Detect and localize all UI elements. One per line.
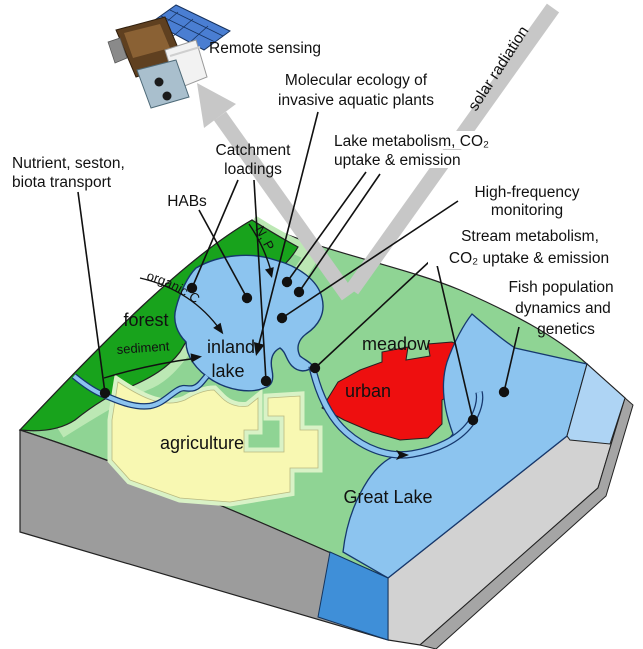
svg-text:biota transport: biota transport [12, 174, 112, 191]
molecular-ecology-arrowhead [253, 342, 265, 356]
habs-label: HABs [167, 193, 207, 210]
remote-sensing-arrow [197, 83, 355, 301]
nutrient-transport-label: Nutrient, seston, biota transport [12, 155, 125, 191]
line-high-frequency [281, 200, 459, 319]
molecular-ecology-label: Molecular ecology of invasive aquatic pl… [278, 72, 434, 109]
forest-label: forest [123, 310, 168, 330]
meadow-label: meadow [362, 334, 431, 354]
dot-lake-metabolism-2 [293, 286, 305, 298]
line-lake-metabolism-1 [286, 171, 367, 283]
organic-c-flux [139, 277, 224, 335]
svg-text:Lake metabolism, CO₂: Lake metabolism, CO₂ [334, 133, 489, 150]
line-catchment-agri [253, 179, 267, 382]
line-molecular-ecology [258, 111, 319, 345]
svg-text:uptake & emission: uptake & emission [334, 152, 461, 169]
dot-nutrient-stream [99, 387, 111, 399]
svg-text:Stream metabolism,: Stream metabolism, [461, 228, 599, 245]
lake-side-face [566, 363, 626, 445]
line-stream-metabolism-2 [436, 264, 474, 421]
svg-text:Nutrient, seston,: Nutrient, seston, [12, 155, 125, 172]
svg-text:CO₂ uptake & emission: CO₂ uptake & emission [449, 250, 609, 267]
urban-label: urban [345, 381, 391, 401]
line-nutrient-transport [77, 191, 106, 394]
dot-lake-metabolism-1 [281, 276, 293, 288]
svg-text:lake: lake [211, 361, 244, 381]
line-fish-population [503, 326, 520, 393]
dot-fish-population [498, 386, 510, 398]
satellite-illustration [107, 4, 231, 109]
high-frequency-label: High-frequency monitoring [474, 184, 579, 219]
line-habs [198, 209, 248, 299]
callout-lines [77, 111, 520, 421]
svg-text:dynamics and: dynamics and [515, 300, 611, 317]
lake-front-dark-band [317, 551, 389, 641]
inland-lake-label: inland lake [207, 337, 255, 381]
dot-catchment-forest [186, 282, 198, 294]
agriculture-yellow [111, 381, 319, 503]
line-catchment-forest [191, 179, 239, 289]
svg-text:monitoring: monitoring [491, 202, 563, 219]
remote-sensing-label: Remote sensing [209, 40, 321, 57]
river-flow-arrow [396, 450, 409, 460]
dot-stream-lower [467, 414, 479, 426]
sediment-label: sediment [116, 338, 170, 357]
great-lake-label: Great Lake [343, 487, 432, 507]
fish-population-label: Fish population dynamics and genetics [508, 279, 613, 338]
label-backgrounds [250, 70, 630, 266]
base-slab-dark-strip [418, 397, 634, 649]
agriculture-label: agriculture [160, 433, 244, 453]
solar-radiation-label: solar radiation [465, 23, 532, 114]
sample-site-dots [99, 276, 510, 426]
dot-high-frequency [276, 312, 288, 324]
sediment-flux [103, 353, 202, 379]
svg-text:Fish population: Fish population [508, 279, 613, 296]
dot-stream-upper [309, 362, 321, 374]
line-stream-metabolism-1 [314, 260, 431, 369]
svg-text:inland: inland [207, 337, 255, 357]
catchment-loadings-label: Catchment loadings [216, 142, 292, 178]
svg-text:loadings: loadings [224, 161, 282, 178]
svg-text:High-frequency: High-frequency [474, 184, 579, 201]
satellite-solar-panel [151, 4, 231, 51]
line-lake-metabolism-2 [298, 173, 381, 293]
agriculture-field [107, 374, 323, 507]
svg-text:Catchment: Catchment [216, 142, 292, 159]
np-flux [248, 223, 274, 278]
svg-text:Molecular ecology of: Molecular ecology of [285, 72, 428, 89]
dot-habs [241, 292, 253, 304]
inland-lake-region [174, 254, 324, 392]
svg-text:genetics: genetics [537, 321, 595, 338]
urban-region [321, 341, 471, 441]
lake-metabolism-label: Lake metabolism, CO₂ uptake & emission [334, 133, 489, 169]
stream-metabolism-label: Stream metabolism, CO₂ uptake & emission [449, 228, 609, 267]
svg-text:invasive aquatic plants: invasive aquatic plants [278, 92, 434, 109]
dot-catchment-agri [260, 375, 272, 387]
